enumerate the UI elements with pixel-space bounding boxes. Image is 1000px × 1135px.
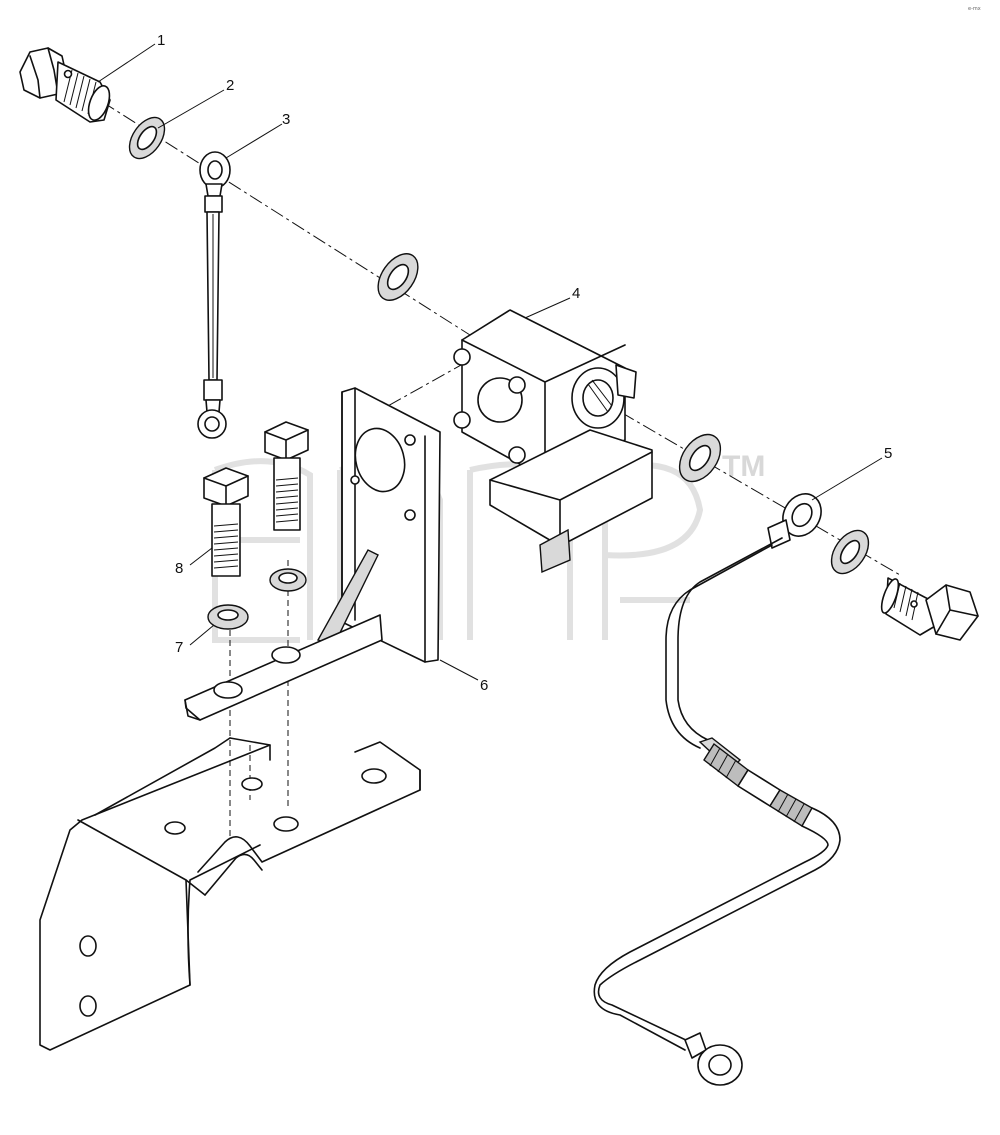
sealing-washer-right-upper	[678, 433, 722, 483]
frame-bracket	[39, 737, 421, 1051]
sealing-washer-middle	[377, 253, 419, 301]
sealing-washer-part-2	[128, 116, 166, 160]
callout-5: 5	[884, 445, 892, 462]
callout-3: 3	[282, 111, 290, 128]
hex-bolt-part-8	[203, 421, 309, 577]
callout-8: 8	[175, 560, 183, 577]
banjo-bolt-right	[880, 577, 979, 641]
leader-lines	[97, 43, 883, 681]
callout-7: 7	[175, 639, 183, 656]
rigid-pipe-part-5	[593, 493, 841, 1086]
callouts: 1 2 3 4 5 6 7 8	[157, 32, 892, 694]
hose-assembly-part-3	[197, 151, 231, 439]
callout-4: 4	[572, 285, 580, 302]
callout-2: 2	[226, 77, 234, 94]
valve-block-part-4	[453, 309, 653, 574]
callout-1: 1	[157, 32, 165, 49]
mounting-bracket-part-6	[184, 387, 441, 721]
corner-code: e-mx	[968, 6, 981, 12]
banjo-bolt-part-1	[19, 47, 111, 123]
lock-washer-part-7	[207, 568, 307, 630]
callout-6: 6	[480, 677, 488, 694]
assembly-axis-lines	[59, 74, 901, 840]
watermark-tm: TM	[722, 450, 765, 483]
sealing-washer-right-lower	[830, 529, 870, 575]
